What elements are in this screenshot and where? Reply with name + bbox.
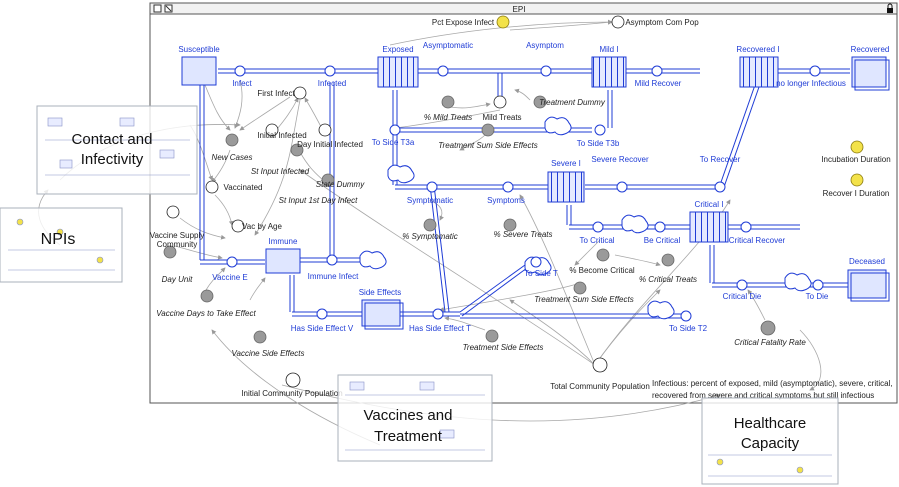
label-treatment-sum-side-effects: Treatment Sum Side Effects <box>438 141 537 150</box>
overlay-vaccines-title-1: Vaccines and <box>364 407 453 424</box>
label-critical-fatality-rate: Critical Fatality Rate <box>734 338 806 347</box>
label-initial-community-population: Initial Community Population <box>241 389 342 398</box>
label-state-dummy: State Dummy <box>316 180 365 189</box>
overlay-vaccines-title-2: Treatment <box>374 428 443 445</box>
label-vac-by-age: Vac by Age <box>242 222 282 231</box>
label-exposed: Exposed <box>382 45 413 54</box>
label-has-side-effect-t: Has Side Effect T <box>409 324 471 333</box>
label-total-community-population: Total Community Population <box>550 382 650 391</box>
label-immune: Immune <box>269 237 298 246</box>
label-pct-critical-treats: % Critical Treats <box>639 275 697 284</box>
overlay-vaccines[interactable]: Vaccines and Treatment <box>337 374 493 462</box>
label-recover-i-duration: Recover I Duration <box>823 189 890 198</box>
label-vaccine-side-effects: Vaccine Side Effects <box>231 349 304 358</box>
label-severe-recover: Severe Recover <box>591 155 649 164</box>
label-has-side-effect-v: Has Side Effect V <box>291 324 354 333</box>
label-asymptom: Asymptom <box>526 41 564 50</box>
label-pct-severe-treats: % Severe Treats <box>494 230 553 239</box>
label-recovered-i: Recovered I <box>736 45 779 54</box>
label-pct-symptomatic: % Symptomatic <box>402 232 458 241</box>
stock-critical[interactable]: Critical I <box>689 200 729 243</box>
stock-side-effects[interactable]: Side Effects <box>359 288 404 330</box>
label-vaccine-days-to-take-effect: Vaccine Days to Take Effect <box>156 309 256 318</box>
label-vaccine-supply-community-1: Vaccine Supply <box>150 231 205 240</box>
label-symptomatic: Symptomatic <box>407 196 453 205</box>
label-vaccine-supply-community-2: Community <box>157 240 197 249</box>
valves <box>226 65 824 322</box>
label-vaccinated: Vaccinated <box>224 183 263 192</box>
label-st-input-1st-day-infect: St Input 1st Day Infect <box>279 196 358 205</box>
label-recovered: Recovered <box>851 45 890 54</box>
label-side-effects: Side Effects <box>359 288 402 297</box>
label-treatment-side-effects: Treatment Side Effects <box>463 343 544 352</box>
label-treatment-sum-side-effects-2: Treatment Sum Side Effects <box>534 295 633 304</box>
label-day-initial-infected: Day Initial Infected <box>297 140 363 149</box>
label-no-longer-infectious: no longer Infectious <box>776 79 846 88</box>
label-critical: Critical I <box>695 200 724 209</box>
label-critical-recover: Critical Recover <box>729 236 786 245</box>
label-to-side-t: To Side T <box>524 269 558 278</box>
label-severe: Severe I <box>551 159 581 168</box>
stock-susceptible[interactable]: Susceptible <box>178 45 220 86</box>
window-title: EPI <box>513 5 526 14</box>
overlay-contact-title-2: Infectivity <box>81 151 144 168</box>
label-new-cases: New Cases <box>212 153 253 162</box>
label-susceptible: Susceptible <box>178 45 220 54</box>
stock-recovered-i[interactable]: Recovered I <box>736 45 780 88</box>
label-pct-mild-treats: % Mild Treats <box>424 113 472 122</box>
lock-icon[interactable] <box>887 3 893 13</box>
label-day-unit: Day Unit <box>162 275 193 284</box>
overlay-contact[interactable]: Contact and Infectivity <box>36 105 198 195</box>
label-to-critical: To Critical <box>579 236 614 245</box>
label-treatment-dummy: Treatment Dummy <box>539 98 606 107</box>
input-nodes[interactable] <box>496 15 864 187</box>
label-immune-infect: Immune Infect <box>308 272 359 281</box>
stock-recovered[interactable]: Recovered <box>851 45 890 91</box>
stock-deceased[interactable]: Deceased <box>847 257 890 302</box>
label-deceased: Deceased <box>849 257 885 266</box>
label-initial-infected: Initial Infected <box>257 131 306 140</box>
overlay-healthcare-title-1: Healthcare <box>734 415 807 432</box>
overlay-contact-title-1: Contact and <box>72 131 153 148</box>
label-vaccine-e: Vaccine E <box>212 273 247 282</box>
label-mild: Mild I <box>599 45 618 54</box>
label-mild-recover: Mild Recover <box>635 79 682 88</box>
stock-mild[interactable]: Mild I <box>591 45 627 88</box>
overlay-healthcare[interactable]: Healthcare Capacity <box>701 397 839 485</box>
label-to-side-t3b: To Side T3b <box>577 139 620 148</box>
label-critical-die: Critical Die <box>723 292 762 301</box>
label-pct-expose-infect: Pct Expose Infect <box>432 18 495 27</box>
ghost-nodes <box>163 95 776 344</box>
label-asymptomatic: Asymptomatic <box>423 41 473 50</box>
label-to-recover: To Recover <box>700 155 741 164</box>
label-incubation-duration: Incubation Duration <box>821 155 890 164</box>
aux-nodes <box>166 15 625 388</box>
stock-immune[interactable]: Immune <box>265 237 301 274</box>
window-control-icon[interactable] <box>153 4 162 13</box>
note-line-1: Infectious: percent of exposed, mild (as… <box>652 379 893 388</box>
label-to-side-t3a: To Side T3a <box>372 138 415 147</box>
stock-severe[interactable]: Severe I <box>547 159 585 203</box>
overlay-npis-title: NPIs <box>41 231 76 248</box>
label-mild-treats: Mild Treats <box>482 113 521 122</box>
overlay-npis[interactable]: NPIs <box>0 207 123 283</box>
label-to-side-t2: To Side T2 <box>669 324 708 333</box>
label-be-critical: Be Critical <box>644 236 681 245</box>
label-asymptom-com-pop: Asymptom Com Pop <box>625 18 699 27</box>
label-to-die: To Die <box>806 292 829 301</box>
overlay-healthcare-title-2: Capacity <box>741 435 800 452</box>
label-infected: Infected <box>318 79 346 88</box>
label-symptoms: Symptoms <box>487 196 525 205</box>
label-infect: Infect <box>232 79 252 88</box>
stock-exposed[interactable]: Exposed <box>377 45 419 88</box>
label-st-input-infected: St Input Infected <box>251 167 310 176</box>
label-first-infect: First Infect <box>257 89 295 98</box>
label-pct-become-critical: % Become Critical <box>569 266 635 275</box>
note-line-2: recovered from severe and critical sympt… <box>652 391 874 400</box>
